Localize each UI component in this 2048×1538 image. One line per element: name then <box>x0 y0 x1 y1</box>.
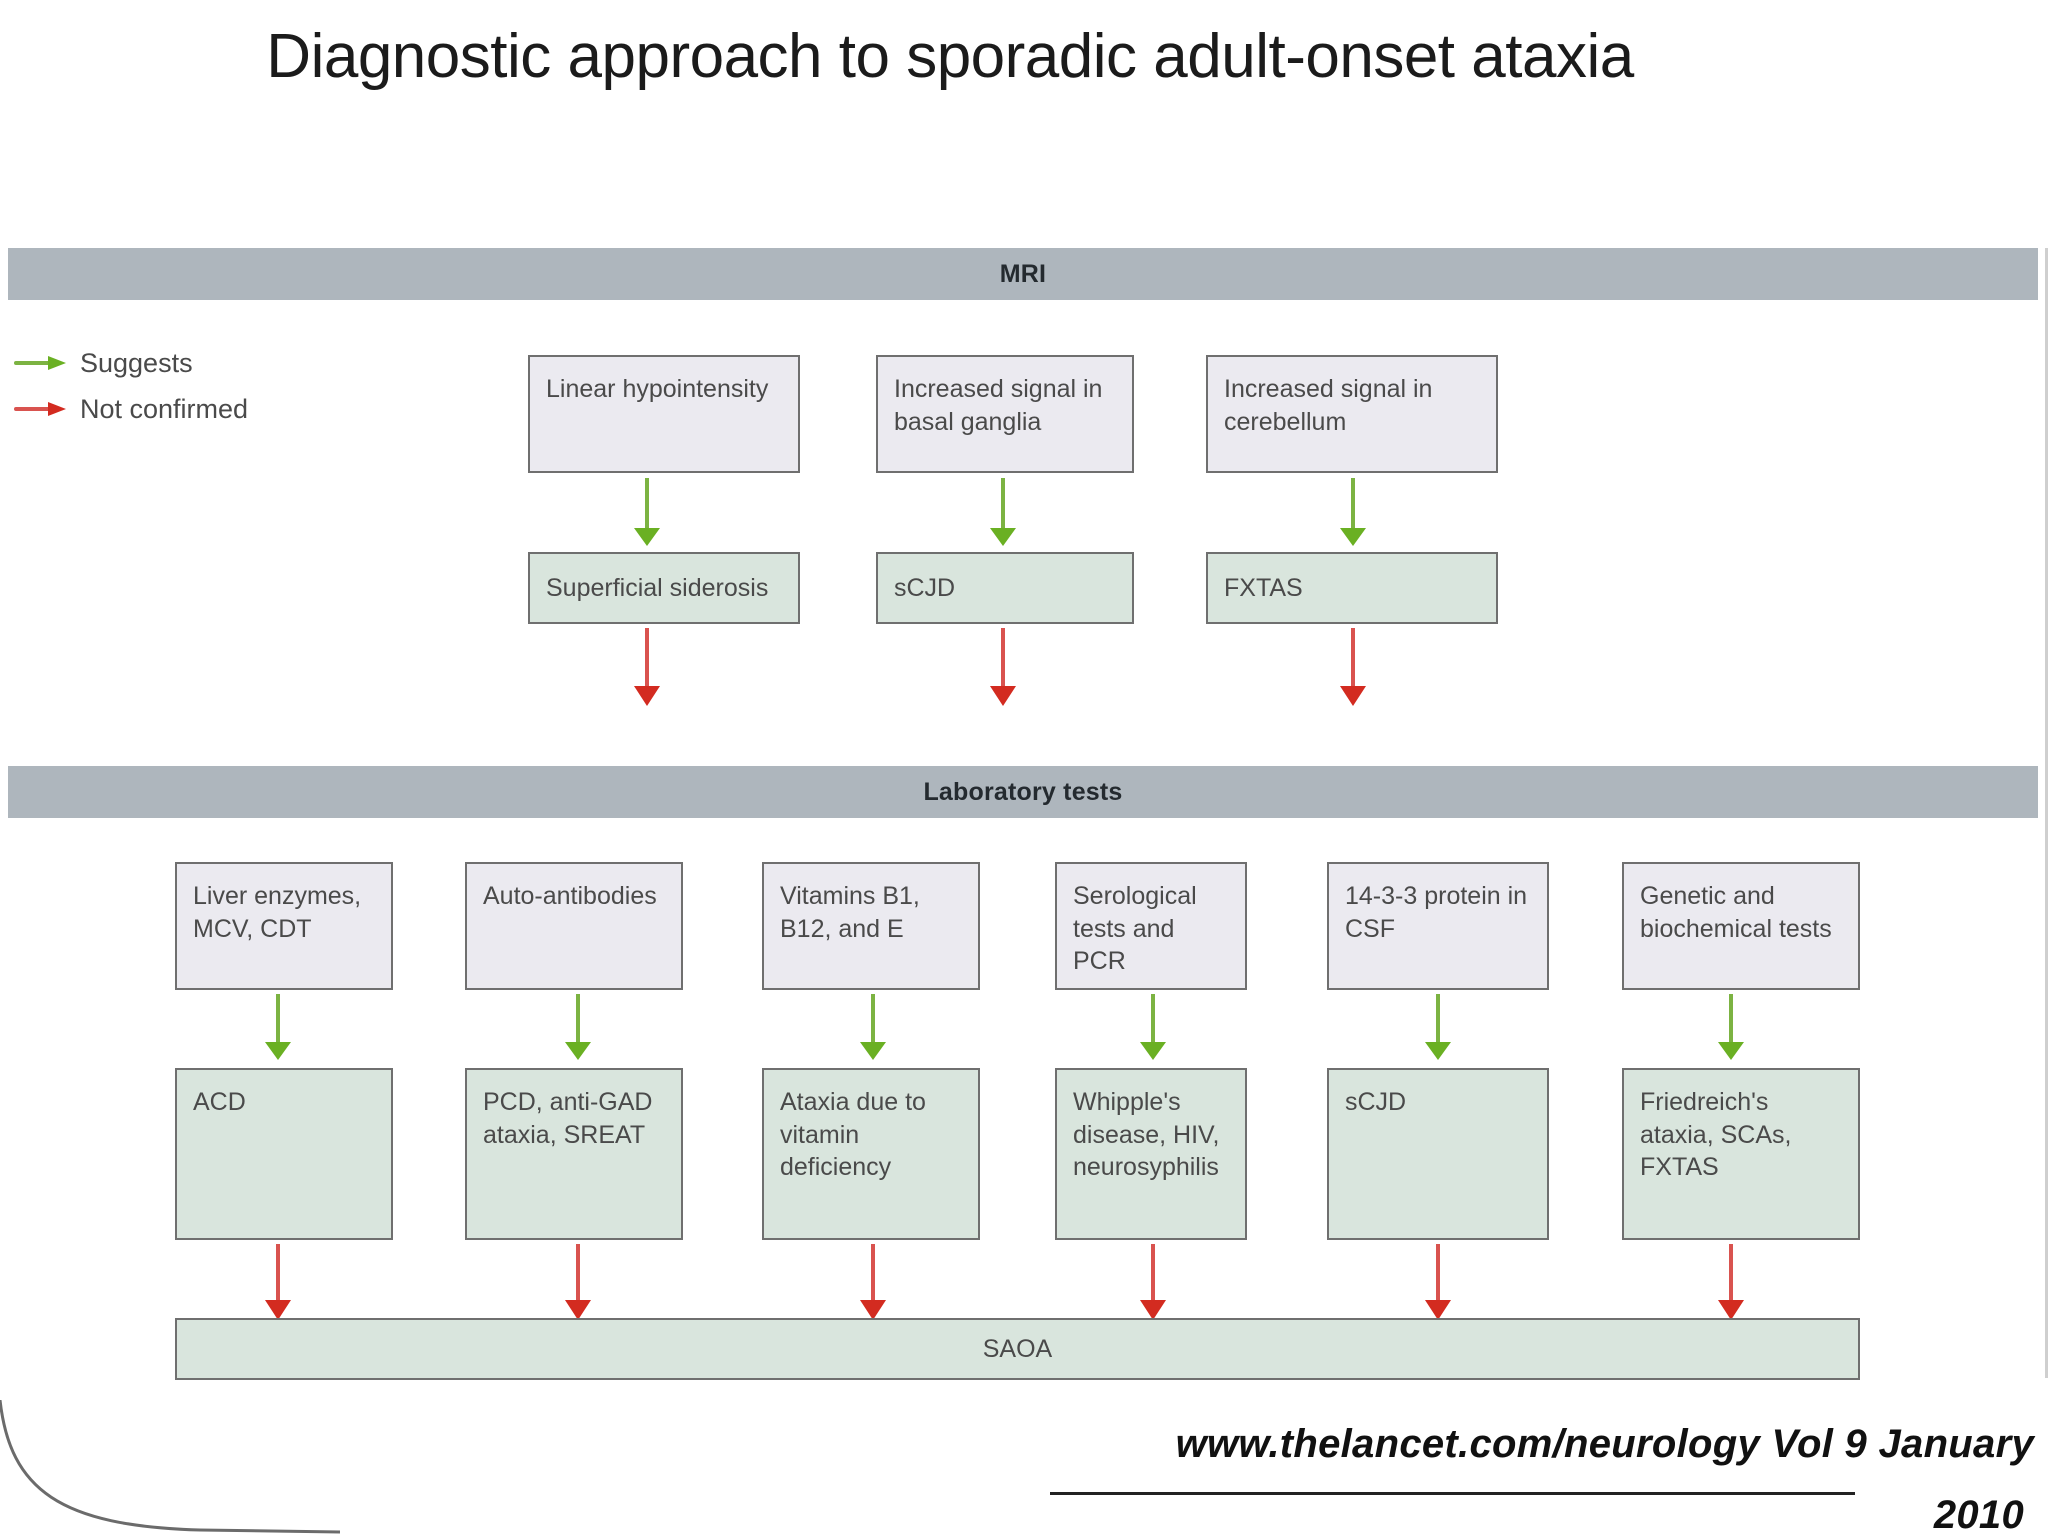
not-confirmed-arrow-mri-1 <box>634 628 660 706</box>
lab-test-box-auto-antibodies[interactable]: Auto-antibodies <box>465 862 683 990</box>
mri-result-box-superficial-siderosis[interactable]: Superficial siderosis <box>528 552 800 624</box>
mri-result-label-1: Superficial siderosis <box>546 574 769 602</box>
suggests-arrow-lab-6 <box>1718 994 1744 1060</box>
mri-test-box-linear-hypointensity[interactable]: Linear hypointensity <box>528 355 800 473</box>
not-confirmed-arrow-saoa-3 <box>860 1244 886 1320</box>
lab-result-box-whipples[interactable]: Whipple's disease, HIV, neurosyphilis <box>1055 1068 1247 1240</box>
section-header-laboratory-tests: Laboratory tests <box>8 766 2038 818</box>
lab-test-label-5: 14-3-3 protein in CSF <box>1345 882 1528 943</box>
mri-test-box-basal-ganglia[interactable]: Increased signal in basal ganglia <box>876 355 1134 473</box>
figure-right-border <box>2045 248 2048 1378</box>
legend-item-suggests-label: Suggests <box>80 347 193 378</box>
mri-test-label-3: Increased signal in cerebellum <box>1224 375 1433 436</box>
legend-item-not-confirmed-label: Not confirmed <box>80 393 249 424</box>
suggests-arrow-lab-1 <box>265 994 291 1060</box>
lab-result-box-friedreichs[interactable]: Friedreich's ataxia, SCAs, FXTAS <box>1622 1068 1860 1240</box>
section-header-lab-label: Laboratory tests <box>923 777 1123 806</box>
lab-result-label-6: Friedreich's ataxia, SCAs, FXTAS <box>1640 1088 1792 1181</box>
final-outcome-box-saoa[interactable]: SAOA <box>175 1318 1860 1380</box>
not-confirmed-arrow-mri-2 <box>990 628 1016 706</box>
suggests-arrow-mri-1 <box>634 478 660 546</box>
lab-result-box-acd[interactable]: ACD <box>175 1068 393 1240</box>
mri-result-label-2: sCJD <box>894 574 956 602</box>
lab-test-box-serological[interactable]: Serological tests and PCR <box>1055 862 1247 990</box>
lab-result-label-2: PCD, anti-GAD ataxia, SREAT <box>483 1088 653 1149</box>
mri-result-label-3: FXTAS <box>1224 574 1303 602</box>
page-title: Diagnostic approach to sporadic adult-on… <box>266 22 1634 91</box>
lab-result-box-pcd-anti-gad[interactable]: PCD, anti-GAD ataxia, SREAT <box>465 1068 683 1240</box>
mri-test-label-1: Linear hypointensity <box>546 375 769 403</box>
section-header-mri-label: MRI <box>999 259 1047 288</box>
mri-test-label-2: Increased signal in basal ganglia <box>894 375 1103 436</box>
lab-test-box-liver-enzymes[interactable]: Liver enzymes, MCV, CDT <box>175 862 393 990</box>
final-outcome-label: SAOA <box>982 1334 1053 1363</box>
legend-item-not-confirmed: Not confirmed <box>14 386 344 432</box>
lab-test-label-1: Liver enzymes, MCV, CDT <box>193 882 362 943</box>
not-confirmed-arrow-saoa-6 <box>1718 1244 1744 1320</box>
lab-test-label-6: Genetic and biochemical tests <box>1640 882 1832 943</box>
lab-test-label-3: Vitamins B1, B12, and E <box>780 882 920 943</box>
decorative-corner-curve <box>0 1400 340 1534</box>
not-confirmed-arrow-saoa-1 <box>265 1244 291 1320</box>
suggests-arrow-lab-5 <box>1425 994 1451 1060</box>
lab-test-box-vitamins[interactable]: Vitamins B1, B12, and E <box>762 862 980 990</box>
not-confirmed-arrow-saoa-2 <box>565 1244 591 1320</box>
suggests-arrow-mri-2 <box>990 478 1016 546</box>
not-confirmed-arrow-mri-3 <box>1340 628 1366 706</box>
lab-result-label-1: ACD <box>193 1088 246 1116</box>
footer-citation: www.thelancet.com/neurology Vol 9 Januar… <box>634 1422 2034 1538</box>
lab-result-box-vitamin-deficiency[interactable]: Ataxia due to vitamin deficiency <box>762 1068 980 1240</box>
lab-test-box-14-3-3-protein[interactable]: 14-3-3 protein in CSF <box>1327 862 1549 990</box>
not-confirmed-arrow-saoa-5 <box>1425 1244 1451 1320</box>
lab-test-label-2: Auto-antibodies <box>483 882 657 910</box>
legend-item-suggests: Suggests <box>14 340 344 386</box>
arrow-right-green-icon <box>14 356 68 370</box>
footer-citation-text: www.thelancet.com/neurology Vol 9 Januar… <box>1175 1422 2034 1466</box>
mri-result-box-fxtas[interactable]: FXTAS <box>1206 552 1498 624</box>
lab-test-label-4: Serological tests and PCR <box>1073 882 1197 975</box>
legend: Suggests Not confirmed <box>14 340 344 432</box>
lab-result-label-3: Ataxia due to vitamin deficiency <box>780 1088 926 1181</box>
suggests-arrow-mri-3 <box>1340 478 1366 546</box>
footer-underline <box>1050 1492 1855 1495</box>
suggests-arrow-lab-2 <box>565 994 591 1060</box>
lab-result-label-4: Whipple's disease, HIV, neurosyphilis <box>1073 1088 1220 1181</box>
footer-year: 2010 <box>1933 1493 2024 1537</box>
mri-result-box-scjd[interactable]: sCJD <box>876 552 1134 624</box>
suggests-arrow-lab-4 <box>1140 994 1166 1060</box>
arrow-right-red-icon <box>14 402 68 416</box>
section-header-mri: MRI <box>8 248 2038 300</box>
lab-result-box-scjd[interactable]: sCJD <box>1327 1068 1549 1240</box>
suggests-arrow-lab-3 <box>860 994 886 1060</box>
lab-test-box-genetic[interactable]: Genetic and biochemical tests <box>1622 862 1860 990</box>
lab-result-label-5: sCJD <box>1345 1088 1407 1116</box>
mri-test-box-cerebellum[interactable]: Increased signal in cerebellum <box>1206 355 1498 473</box>
not-confirmed-arrow-saoa-4 <box>1140 1244 1166 1320</box>
